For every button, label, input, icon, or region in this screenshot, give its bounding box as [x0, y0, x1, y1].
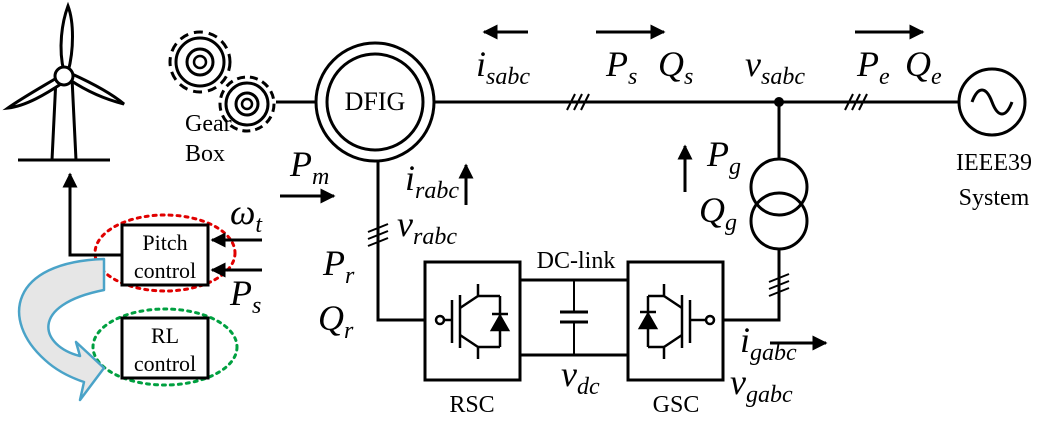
grid-label-line1: IEEE39 — [956, 150, 1032, 176]
label-qs: Qs — [658, 44, 693, 90]
dfig-generator — [314, 41, 436, 163]
pitch-label-line1: Pitch — [142, 230, 187, 255]
gearbox-icon — [168, 30, 276, 133]
svg-text:ωt: ωt — [230, 192, 263, 238]
label-v-sabc: vsabc — [745, 44, 805, 90]
label-v-rabc: vrabc — [397, 204, 457, 250]
three-phase-mark-grid — [844, 93, 868, 111]
pitch-label-line2: control — [134, 258, 196, 283]
dfig-label: DFIG — [345, 87, 406, 116]
svg-text:Qr: Qr — [318, 298, 354, 344]
gearbox-label-line1: Gear — [185, 111, 232, 137]
gsc-label: GSC — [653, 392, 700, 418]
pitch-ellipse — [93, 213, 237, 293]
svg-text:Qs: Qs — [658, 44, 693, 90]
label-v-dc: vdc — [561, 354, 600, 400]
rl-control-box — [120, 316, 210, 380]
label-ps-left: Ps — [229, 273, 261, 319]
three-phase-mark-rotor — [367, 223, 389, 247]
svg-text:Ps: Ps — [229, 273, 261, 319]
rl-label-line2: control — [134, 351, 196, 376]
pitch-output-arrow — [62, 172, 122, 257]
svg-text:Qg: Qg — [699, 190, 737, 236]
dc-capacitor-icon — [560, 280, 588, 355]
label-pe: Pe — [856, 44, 890, 90]
svg-text:isabc: isabc — [476, 44, 530, 90]
svg-text:Pe: Pe — [856, 44, 890, 90]
gearbox-label-line2: Box — [185, 141, 225, 167]
label-qe: Qe — [905, 44, 942, 90]
ac-source-icon — [957, 67, 1027, 137]
svg-text:Pm: Pm — [289, 144, 329, 190]
label-ps-top: Ps — [605, 44, 637, 90]
label-i-rabc: irabc — [405, 158, 459, 204]
svg-text:Qe: Qe — [905, 44, 942, 90]
three-phase-mark-stator — [566, 93, 590, 111]
svg-text:Pg: Pg — [706, 134, 741, 180]
grid-label-line2: System — [959, 185, 1030, 211]
label-i-gabc: igabc — [740, 320, 797, 366]
rl-label-line1: RL — [151, 323, 179, 348]
svg-text:vrabc: vrabc — [397, 204, 457, 250]
rsc-label: RSC — [449, 392, 494, 418]
dclink-label: DC-link — [537, 248, 616, 274]
svg-text:Pr: Pr — [322, 243, 355, 289]
gsc-igbt-icon — [637, 284, 716, 359]
transformer-icon — [749, 157, 809, 251]
rsc-igbt-icon — [434, 284, 511, 359]
label-qg: Qg — [699, 190, 737, 236]
label-i-sabc: isabc — [476, 44, 530, 90]
three-phase-mark-gsc — [768, 273, 790, 297]
label-pg: Pg — [706, 134, 741, 180]
wind-turbine-icon — [2, 1, 125, 162]
svg-text:Ps: Ps — [605, 44, 637, 90]
gsc-line — [723, 248, 781, 322]
svg-text:vgabc: vgabc — [730, 362, 793, 408]
rotor-line — [376, 161, 425, 322]
svg-text:vdc: vdc — [561, 354, 600, 400]
label-omega-t: ωt — [230, 192, 263, 238]
rl-ellipse — [91, 307, 239, 387]
svg-text:vsabc: vsabc — [745, 44, 805, 90]
label-v-gabc: vgabc — [730, 362, 793, 408]
svg-text:igabc: igabc — [740, 320, 797, 366]
svg-text:irabc: irabc — [405, 158, 459, 204]
label-qr: Qr — [318, 298, 354, 344]
label-pr: Pr — [322, 243, 355, 289]
label-pm: Pm — [289, 144, 329, 190]
curved-replace-arrow — [18, 257, 106, 402]
